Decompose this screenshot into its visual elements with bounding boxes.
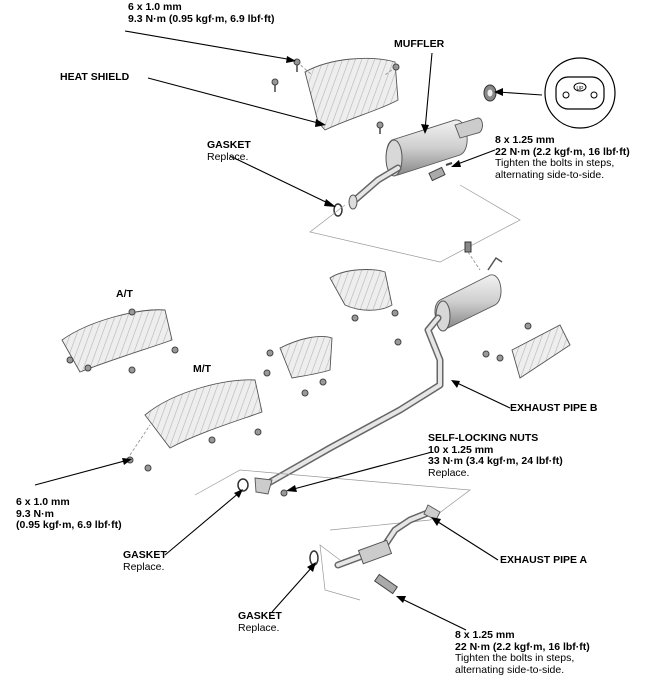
muffler-bolts: [428, 162, 453, 182]
muffler-bolt-size: 8 x 1.25 mm: [495, 134, 555, 146]
self-locking-nuts-title: SELF-LOCKING NUTS: [428, 432, 539, 444]
exhaust-pipe-a-label: EXHAUST PIPE A: [500, 554, 588, 566]
left-bolt-torque-1: 9.3 N·m: [16, 507, 54, 520]
bottom-bolt-note-2: alternating side-to-side.: [455, 663, 565, 676]
muffler-hanger-rubber: [483, 84, 497, 102]
muffler-bolt-torque: 22 N·m (2.2 kgf·m, 16 lbf·ft): [495, 145, 630, 158]
gasket-bottom-title: GASKET: [238, 610, 282, 622]
self-locking-nut: [280, 489, 288, 497]
exhaust-pipe-b-label: EXHAUST PIPE B: [510, 402, 598, 414]
gasket-mid-label: GASKET Replace.: [123, 549, 167, 573]
gasket-bottom-label: GASKET Replace.: [238, 610, 282, 634]
bottom-gasket: [309, 550, 319, 566]
muffler: [348, 117, 483, 210]
muffler-bolt-note-2: alternating side-to-side.: [495, 168, 605, 181]
top-heat-shield-bolts: [271, 58, 400, 134]
top-heat-shield: [304, 57, 399, 131]
hanger-detail-callout: UP: [544, 57, 616, 129]
gasket-mid-title: GASKET: [123, 549, 167, 561]
self-locking-nuts-size: 10 x 1.25 mm: [428, 443, 494, 456]
self-locking-nuts-note: Replace.: [428, 466, 470, 479]
center-heat-shield: [329, 269, 402, 346]
self-locking-nuts-spec: SELF-LOCKING NUTS 10 x 1.25 mm 33 N·m (3…: [428, 432, 563, 479]
rear-bracket: [482, 322, 571, 379]
top-bolt-spec: 6 x 1.0 mm 9.3 N·m (0.95 kgf·m, 6.9 lbf·…: [128, 1, 275, 25]
leader-lines: [34, 30, 543, 631]
gasket-top-note: Replace.: [207, 150, 249, 163]
left-bolt-size: 6 x 1.0 mm: [16, 496, 70, 508]
exhaust-pipe-b: [254, 256, 503, 495]
at-heat-shield: [61, 308, 179, 374]
muffler-bolt-note-1: Tighten the bolts in steps,: [495, 157, 615, 169]
exhaust-pipe-a: [334, 504, 441, 569]
heat-shield-label: HEAT SHIELD: [60, 71, 130, 83]
pipe-b-hanger: [464, 241, 481, 271]
bottom-bolt-torque: 22 N·m (2.2 kgf·m, 16 lbf·ft): [455, 640, 590, 653]
bottom-bolt-size: 8 x 1.25 mm: [455, 629, 515, 641]
gasket-top-label: GASKET Replace.: [207, 139, 251, 163]
small-heat-shield: [263, 336, 333, 397]
self-locking-nuts-torque: 33 N·m (3.4 kgf·m, 24 lbf·ft): [428, 455, 563, 467]
mt-label: M/T: [193, 363, 212, 375]
pipe-a-bolts: [373, 573, 399, 595]
mid-gasket: [237, 478, 249, 492]
hanger-up-mark: UP: [577, 86, 585, 92]
muffler-label: MUFFLER: [394, 38, 445, 50]
gasket-top-title: GASKET: [207, 139, 251, 151]
bottom-bolt-spec: 8 x 1.25 mm 22 N·m (2.2 kgf·m, 16 lbf·ft…: [455, 629, 590, 676]
gasket-mid-note: Replace.: [123, 560, 165, 573]
top-bolt-size: 6 x 1.0 mm: [128, 1, 182, 13]
left-bolt-spec: 6 x 1.0 mm 9.3 N·m (0.95 kgf·m, 6.9 lbf·…: [16, 496, 122, 532]
gasket-bottom-note: Replace.: [238, 621, 280, 634]
left-bolt-torque-2: (0.95 kgf·m, 6.9 lbf·ft): [16, 519, 122, 531]
top-bolt-torque: 9.3 N·m (0.95 kgf·m, 6.9 lbf·ft): [128, 12, 275, 25]
mt-heat-shield: [126, 379, 263, 472]
bottom-bolt-note-1: Tighten the bolts in steps,: [455, 652, 575, 664]
muffler-bolt-spec: 8 x 1.25 mm 22 N·m (2.2 kgf·m, 16 lbf·ft…: [495, 134, 630, 181]
at-label: A/T: [116, 288, 133, 300]
